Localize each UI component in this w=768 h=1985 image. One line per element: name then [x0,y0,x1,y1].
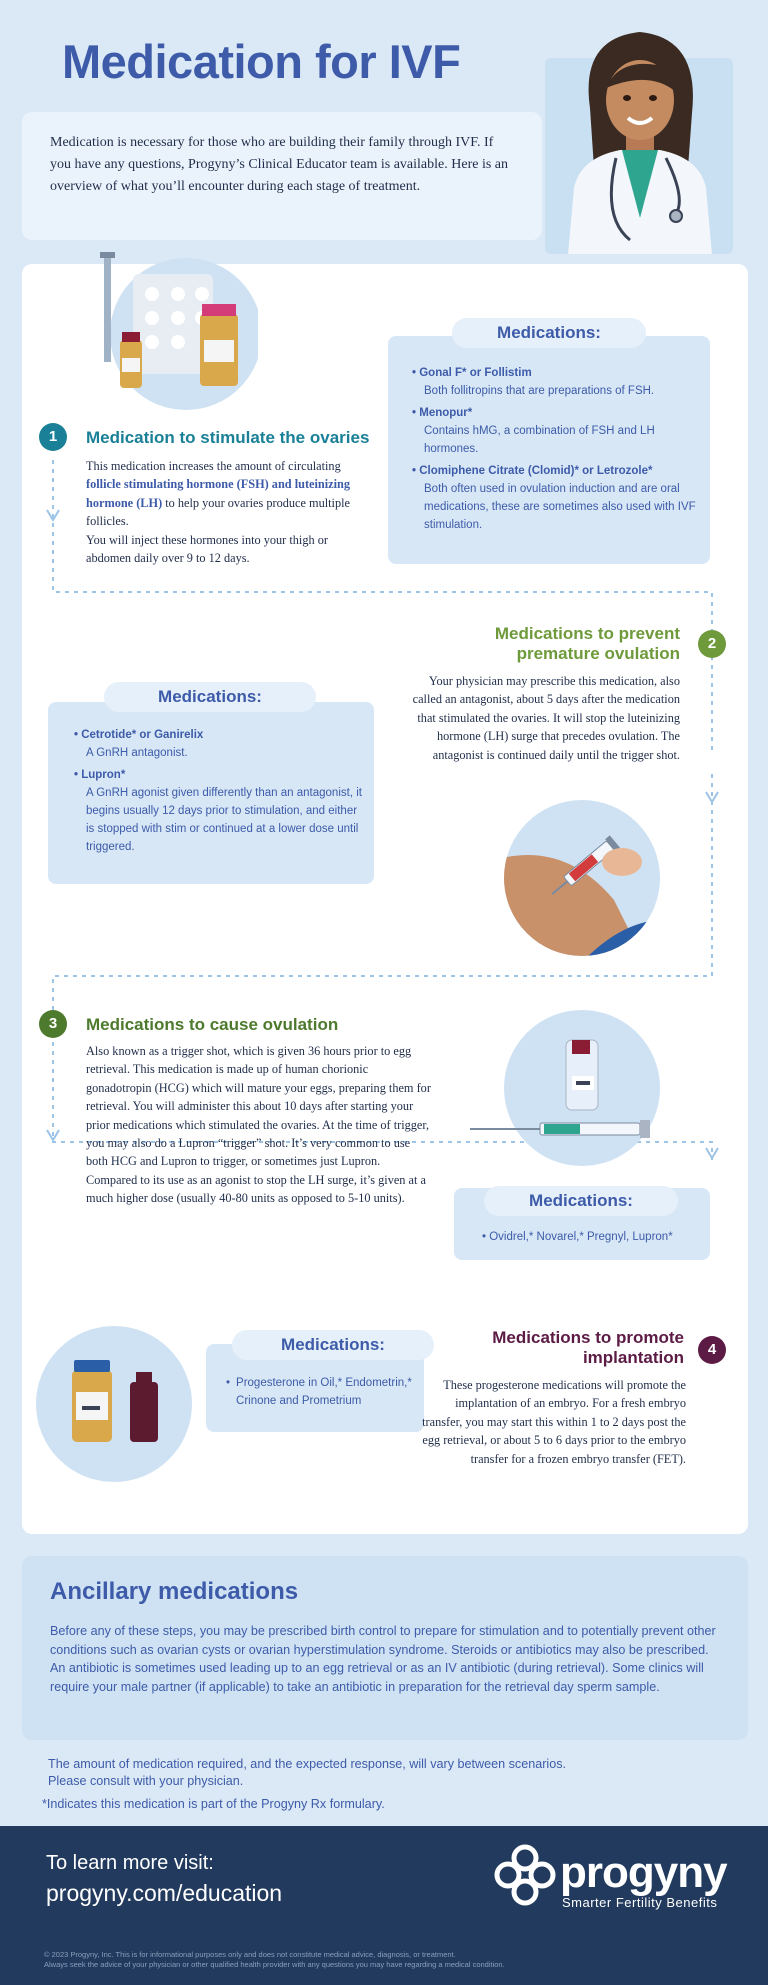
step-2-number: 2 [698,630,726,658]
medication-item: • Menopur* Contains hMG, a combination of… [412,404,698,458]
step-1-body-intro: This medication increases the amount of … [86,459,341,473]
step-1-body-highlight: follicle stimulating hormone (FSH) and l… [86,477,351,510]
footer-learn-more: To learn more visit: [46,1852,214,1874]
step-2-body: Your physician may prescribe this medica… [412,674,680,762]
formulary-note: *Indicates this medication is part of th… [42,1797,385,1811]
medication-name: • Lupron* [74,769,126,781]
medication-desc: A GnRH antagonist. [86,747,188,759]
intro-text: Medication is necessary for those who ar… [50,135,508,194]
medication-item: • Cetrotide* or Ganirelix A GnRH antagoni… [74,726,364,762]
step-2-medications-list: • Cetrotide* or Ganirelix A GnRH antagoni… [74,726,364,860]
medication-name: • Cetrotide* or Ganirelix [74,729,204,741]
step-4-body: These progesterone medications will prom… [422,1378,686,1466]
medication-item: Progesterone in Oil,* Endometrin,* Crino… [236,1377,412,1407]
note-line-1: The amount of medication required, and t… [48,1757,567,1771]
step-1-number: 1 [39,423,67,451]
intro-card [22,112,542,240]
step-3-title: Medications to cause ovulation [86,1015,339,1034]
doctor-illustration [568,32,712,254]
step-4-medications-title: Medications: [232,1330,434,1360]
medication-desc: Both often used in ovulation induction a… [424,483,696,531]
step-1-body: This medication increases the amount of … [86,457,372,567]
step-1-medications-title: Medications: [452,318,646,348]
step-1-title: Medication to stimulate the ovaries [86,428,370,447]
medication-desc: A GnRH agonist given differently than an… [86,787,362,853]
step-1-body-end: to help your ovaries produce multiple fo… [86,495,350,529]
legal-disclaimer: © 2023 Progyny, Inc. This is for informa… [44,1950,505,1969]
step-1-medications-box [388,336,710,564]
medication-name: • Clomiphene Citrate (Clomid)* or Letroz… [412,465,653,477]
medication-name: • Gonal F* or Follistim [412,367,532,379]
medication-item: • Clomiphene Citrate (Clomid)* or Letroz… [412,462,698,534]
progyny-logo-text: progyny [560,1848,728,1897]
note-line-2: Please consult with your physician. [48,1774,244,1788]
injection-icon [504,800,660,956]
vial-syringe-icon [470,1010,660,1166]
timeline-path [46,460,719,1160]
ancillary-body: Before any of these steps, you may be pr… [50,1624,716,1694]
medication-bottles-icon [100,252,258,410]
step-3-body: Also known as a trigger shot, which is g… [86,1044,431,1206]
step-3-medications-title: Medications: [484,1186,678,1216]
step-1-body-injection: You will inject these hormones into your… [86,532,328,566]
medication-name: • Menopur* [412,407,473,419]
footer-url-link[interactable]: progyny.com/education [46,1880,283,1906]
progesterone-bottles-icon [36,1326,192,1482]
step-4-number: 4 [698,1336,726,1364]
ancillary-title: Ancillary medications [50,1578,299,1605]
medication-desc: Contains hMG, a combination of FSH and L… [424,425,655,455]
step-3-medications-list: • Ovidrel,* Novarel,* Pregnyl, Lupron* [482,1231,673,1243]
step-3-number: 3 [39,1010,67,1038]
progyny-logo-icon [494,1844,556,1906]
medication-item: • Lupron* A GnRH agonist given differentl… [74,766,364,856]
step-2-medications-box [48,702,374,884]
step-4-medications-list: •Progesterone in Oil,* Endometrin,* Crin… [226,1374,422,1410]
medication-desc: Both follitropins that are preparations … [424,385,655,397]
ancillary-card [22,1556,748,1740]
progyny-tagline: Smarter Fertility Benefits [562,1895,718,1910]
step-2-medications-title: Medications: [104,682,316,712]
footer [0,1826,768,1985]
page-title: Medication for IVF [62,35,461,88]
